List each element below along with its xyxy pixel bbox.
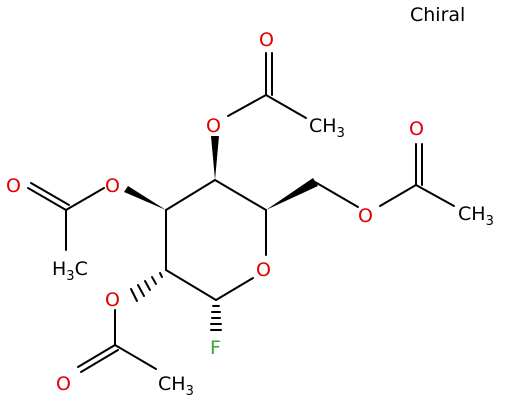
c5-c6-wedge-bond <box>266 178 318 210</box>
c3-methyl-label: H3C <box>52 258 88 284</box>
c3-oxygen-wedge-bond <box>124 186 166 210</box>
c6-methyl-label: CH3 <box>458 203 494 229</box>
c3-carbonyl-oxygen-label: O <box>6 175 21 197</box>
c4-acetyl <box>227 52 307 119</box>
c2-oxygen-hashed-bond <box>130 272 163 302</box>
c2-ester-oxygen-label: O <box>105 289 120 311</box>
fluorine-label: F <box>210 337 221 359</box>
c3-acetyl <box>27 182 105 251</box>
c6-carbonyl-oxygen-label: O <box>409 118 424 140</box>
chiral-label: Chiral <box>410 4 465 26</box>
c3-ester-oxygen-label: O <box>105 175 120 197</box>
c2-methyl-label: CH3 <box>158 373 194 399</box>
c6-ester-oxygen-label: O <box>358 205 373 227</box>
c2-carbonyl-oxygen-label: O <box>56 373 71 395</box>
pyranose-ring <box>165 179 267 301</box>
c4-oxygen-wedge-bond <box>211 136 219 180</box>
c4-ester-oxygen-label: O <box>206 115 221 137</box>
c4-methyl-label: CH3 <box>309 115 345 141</box>
c6-acetyl <box>379 143 455 207</box>
c1-fluorine-hashed-bond <box>210 305 222 331</box>
c4-carbonyl-oxygen-label: O <box>259 29 274 51</box>
c2-acetyl <box>77 309 157 373</box>
ring-oxygen-label: O <box>256 259 271 281</box>
